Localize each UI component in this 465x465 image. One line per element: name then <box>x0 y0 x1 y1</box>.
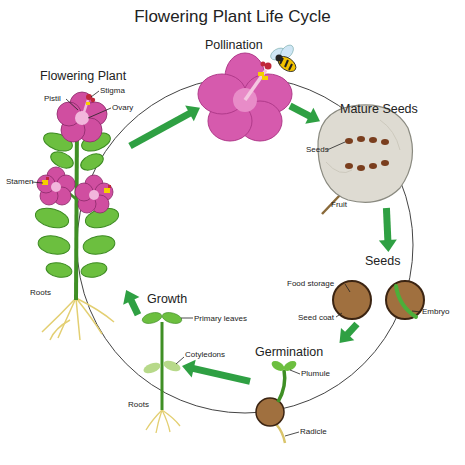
germinating-seed <box>256 359 300 443</box>
diagram-title: Flowering Plant Life Cycle <box>0 7 465 27</box>
arrow-head <box>123 290 139 305</box>
stage-heading: Seeds <box>365 254 400 268</box>
arrow-shaft <box>290 106 311 117</box>
part-label: Plumule <box>301 369 330 379</box>
stage-heading: Germination <box>255 345 323 359</box>
arrow-head <box>340 328 355 343</box>
stage-heading: Pollination <box>205 38 263 52</box>
stage-group: Germination <box>250 343 340 440</box>
cycle-arrow <box>290 106 320 124</box>
part-label: Stigma <box>100 86 125 96</box>
cycle-arrow <box>379 208 397 252</box>
stage-group: Growth <box>138 292 182 430</box>
arrow-shaft <box>192 368 250 381</box>
arrow-shaft <box>130 299 138 315</box>
arrow-head <box>185 106 200 122</box>
arrow-head <box>379 240 397 252</box>
arrow-head <box>305 108 320 124</box>
cycle-arrow <box>123 290 139 315</box>
part-label: Fruit <box>331 200 347 210</box>
arrow-shaft <box>130 112 191 146</box>
part-label: Food storage <box>287 279 334 289</box>
stage-heading: Mature Seeds <box>340 102 418 116</box>
flowering-plant <box>32 91 121 340</box>
part-label: Primary leaves <box>194 314 247 324</box>
cycle-arrow <box>130 106 200 146</box>
stage-heading: Growth <box>147 292 187 306</box>
part-label: Stamen <box>6 177 34 187</box>
part-label: Seeds <box>306 145 329 155</box>
arrow-shaft <box>346 324 357 336</box>
arrow-shaft <box>386 208 388 242</box>
cycle-ring <box>77 77 413 413</box>
stage-heading: Flowering Plant <box>40 69 126 83</box>
part-label: Seed coat <box>298 313 334 323</box>
stage-group: Pollination <box>200 36 290 130</box>
part-label: Radicle <box>300 427 327 437</box>
seedling <box>141 311 193 433</box>
bee <box>269 43 299 75</box>
part-label: Roots <box>30 288 51 298</box>
cycle-arrow <box>182 360 250 381</box>
arrow-head <box>182 360 196 378</box>
part-label: Embryo <box>422 307 450 317</box>
part-label: Cotyledons <box>185 350 225 360</box>
part-label: Ovary <box>112 103 133 113</box>
part-label: Pistil <box>44 94 61 104</box>
cycle-arrow <box>340 324 357 343</box>
pollination-flower <box>198 53 292 141</box>
seeds <box>333 281 424 319</box>
fruit <box>318 105 413 214</box>
part-label: Roots <box>128 400 149 410</box>
stage-group: Mature Seeds <box>320 100 448 208</box>
